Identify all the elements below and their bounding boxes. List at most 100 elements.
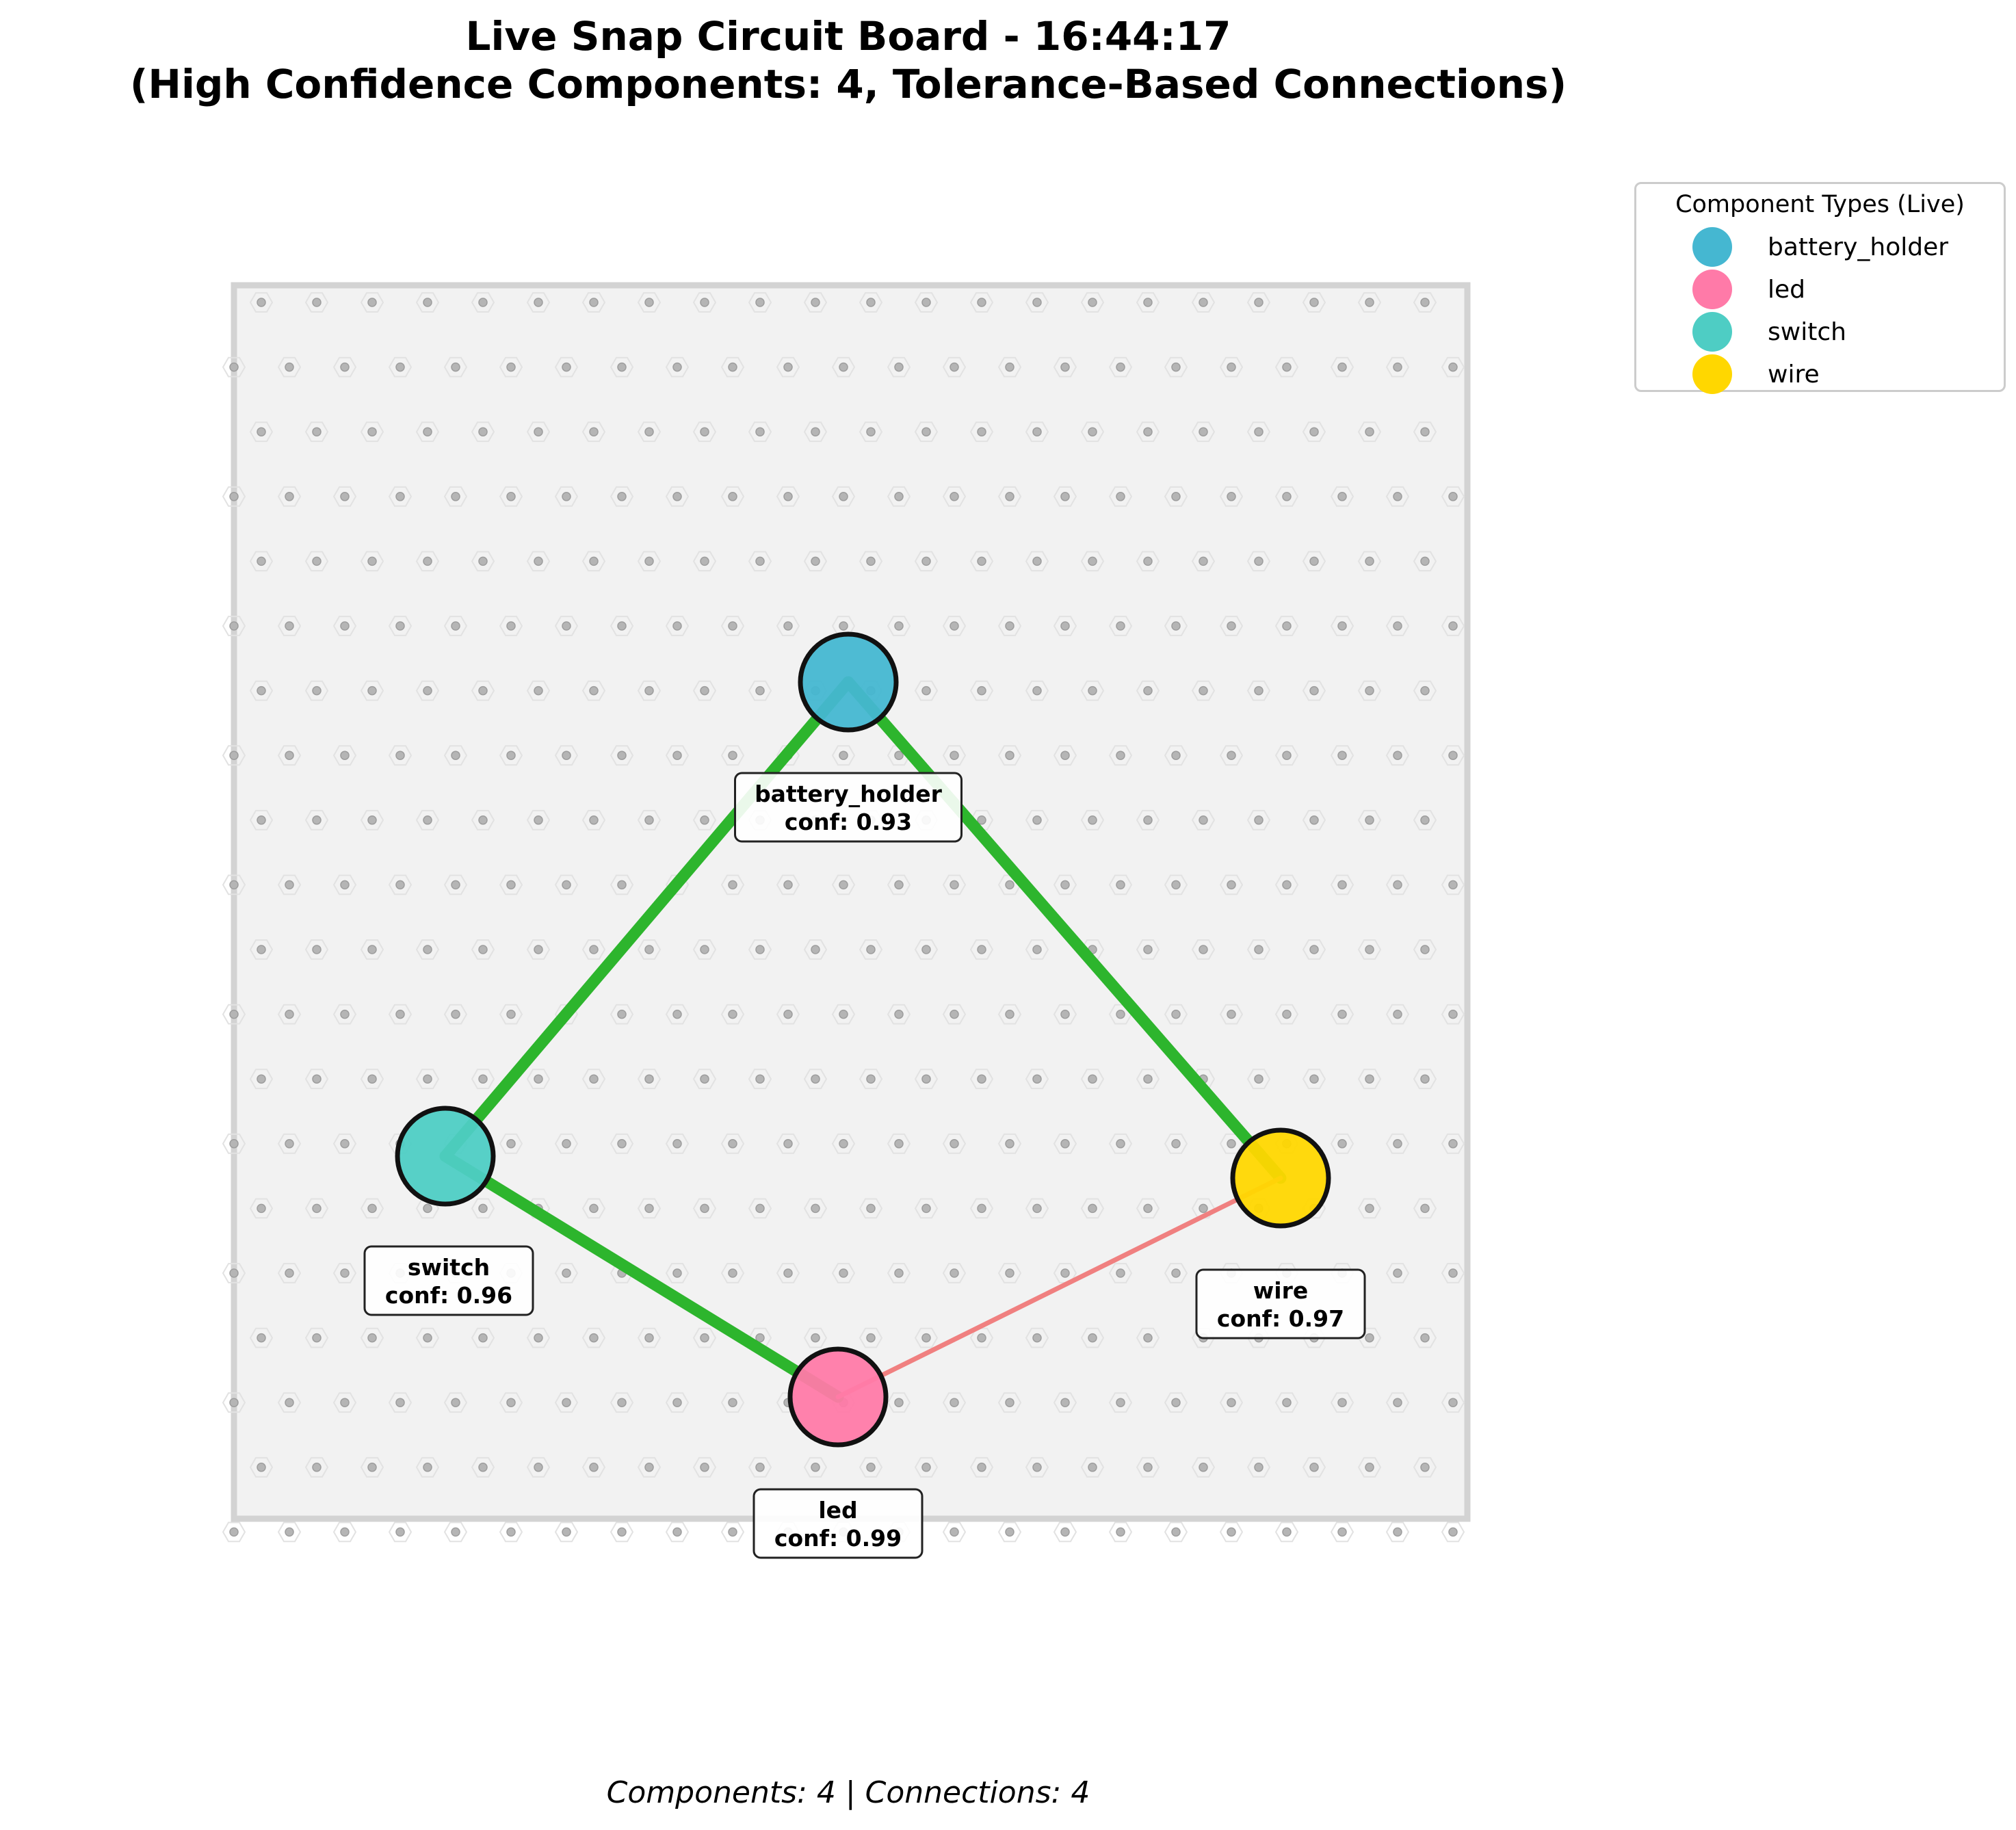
snap-point: [1005, 492, 1014, 501]
snap-point: [312, 1074, 322, 1084]
snap-point-ring: [831, 1004, 856, 1025]
snap-point: [1005, 1527, 1014, 1537]
snap-point-ring: [692, 421, 717, 443]
snap-point: [423, 685, 432, 696]
snap-point-ring: [1357, 809, 1382, 831]
snap-point-ring: [499, 1004, 523, 1025]
snap-point-ring: [1413, 1456, 1437, 1478]
snap-point-ring: [1246, 939, 1271, 960]
snap-point-ring: [942, 1004, 967, 1025]
snap-point-ring: [249, 1456, 274, 1478]
snap-point: [229, 1009, 239, 1019]
snap-point-ring: [471, 292, 495, 313]
snap-point-ring: [1385, 616, 1410, 636]
snap-point-ring: [1108, 616, 1133, 636]
snap-point: [1005, 1398, 1014, 1407]
snap-point-ring: [388, 356, 413, 378]
snap-point: [340, 1139, 350, 1149]
snap-point-ring: [1274, 745, 1299, 766]
snap-point: [1309, 815, 1319, 825]
snap-point: [1116, 1139, 1125, 1149]
snap-point-ring: [581, 680, 606, 701]
snap-point: [1448, 1527, 1458, 1537]
snap-point-ring: [1441, 1004, 1465, 1025]
snap-point: [1448, 621, 1458, 631]
snap-point: [367, 945, 377, 954]
snap-point-ring: [1108, 745, 1133, 766]
snap-point: [1309, 556, 1319, 566]
snap-point-ring: [1413, 292, 1437, 313]
snap-point: [1227, 880, 1236, 890]
snap-point: [312, 556, 322, 566]
snap-point: [1365, 815, 1374, 825]
snap-point: [1143, 1074, 1153, 1084]
snap-point-ring: [526, 680, 551, 701]
snap-point: [921, 1463, 931, 1472]
snap-point: [451, 1398, 460, 1407]
component-node-wire[interactable]: [1230, 1127, 1331, 1229]
snap-point-ring: [1385, 874, 1410, 896]
snap-point-ring: [1219, 486, 1244, 507]
component-node-led[interactable]: [787, 1346, 889, 1448]
snap-point: [700, 427, 709, 436]
label-box: [1195, 1268, 1366, 1339]
snap-point: [1060, 880, 1070, 890]
snap-point: [1116, 880, 1125, 890]
snap-point: [1337, 750, 1347, 760]
snap-point: [478, 1203, 488, 1214]
snap-point: [312, 298, 322, 307]
snap-point: [395, 880, 405, 890]
component-node-battery-holder[interactable]: [798, 631, 899, 733]
snap-point: [1337, 492, 1347, 501]
snap-point-ring: [1219, 1004, 1244, 1025]
snap-point: [700, 815, 709, 825]
snap-point-ring: [692, 809, 717, 831]
snap-point: [1448, 362, 1458, 372]
snap-point-ring: [443, 486, 468, 507]
snap-point: [285, 492, 294, 501]
snap-point-ring: [1080, 292, 1105, 313]
snap-point: [866, 945, 876, 954]
snap-point-ring: [1053, 1133, 1077, 1154]
snap-point-ring: [1164, 356, 1188, 378]
snap-point-ring: [388, 1521, 413, 1543]
snap-point: [644, 685, 654, 696]
snap-point: [811, 1463, 820, 1472]
snap-point: [1420, 1203, 1430, 1214]
snap-point-ring: [1164, 745, 1188, 766]
snap-point: [340, 492, 350, 501]
snap-point: [1227, 1139, 1236, 1149]
snap-point: [451, 1009, 460, 1019]
snap-point: [1199, 556, 1208, 566]
snap-point-ring: [415, 939, 440, 960]
snap-point: [783, 1009, 793, 1019]
snap-point: [644, 1463, 654, 1472]
snap-point: [229, 880, 239, 890]
snap-point-ring: [388, 616, 413, 636]
component-node-switch[interactable]: [395, 1106, 496, 1207]
snap-point: [1171, 1268, 1181, 1278]
snap-point-ring: [1053, 486, 1077, 507]
snap-point: [1032, 1333, 1042, 1343]
snap-point: [811, 945, 820, 954]
snap-point: [1088, 1074, 1097, 1084]
snap-point: [1032, 945, 1042, 954]
snap-point-ring: [997, 356, 1022, 378]
snap-point: [1171, 621, 1181, 631]
snap-point: [728, 1527, 737, 1537]
snap-point-ring: [471, 1198, 495, 1219]
snap-point: [1199, 945, 1208, 954]
snap-point: [1337, 1009, 1347, 1019]
connection-battery-holder-switch: [439, 676, 854, 1162]
snap-point: [644, 815, 654, 825]
snap-point: [423, 1333, 432, 1343]
snap-point-ring: [720, 874, 745, 896]
snap-point-ring: [581, 292, 606, 313]
snap-point-ring: [1025, 1327, 1049, 1348]
snap-point: [562, 1268, 571, 1278]
snap-point: [894, 880, 904, 890]
snap-point: [451, 492, 460, 501]
snap-point: [534, 556, 543, 566]
snap-point: [285, 1139, 294, 1149]
